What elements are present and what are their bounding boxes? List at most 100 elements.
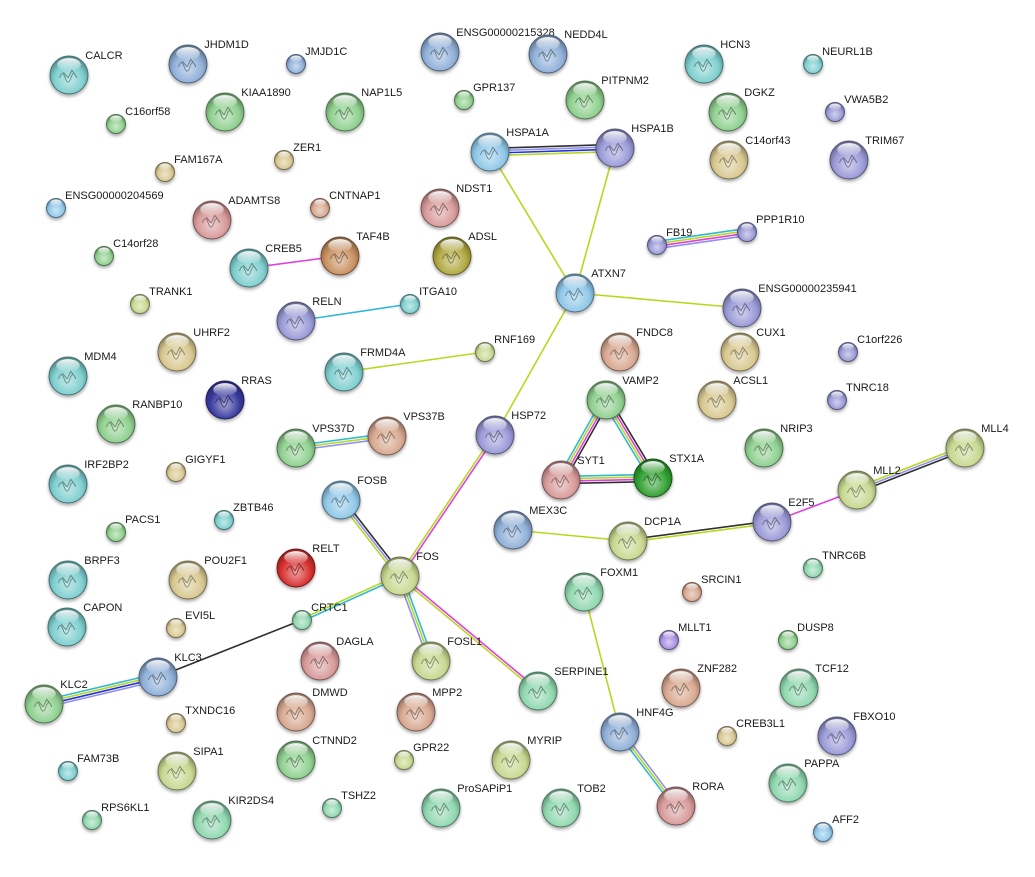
node-mllt1[interactable]: MLLT1 <box>659 622 712 650</box>
node-fam73b[interactable]: FAM73B <box>58 753 120 781</box>
node-gpr137[interactable]: GPR137 <box>454 82 516 110</box>
node-tshz2[interactable]: TSHZ2 <box>322 790 376 818</box>
edge-HSPA1B-ATXN7[interactable] <box>574 147 616 294</box>
node-gigyf1[interactable]: GIGYF1 <box>166 454 226 482</box>
node-klc2[interactable]: KLC2 <box>24 679 88 724</box>
node-mex3c[interactable]: MEX3C <box>493 505 567 550</box>
node-tcf12[interactable]: TCF12 <box>779 663 849 708</box>
node-cntnap1[interactable]: CNTNAP1 <box>310 190 381 218</box>
node-atxn7[interactable]: ATXN7 <box>555 268 626 313</box>
node-uhrf2[interactable]: UHRF2 <box>157 327 230 372</box>
node-capon[interactable]: CAPON <box>47 602 122 647</box>
node-e2f5[interactable]: E2F5 <box>752 497 815 542</box>
node-c1orf226[interactable]: C1orf226 <box>838 334 903 362</box>
node-fos[interactable]: FOS <box>380 551 439 596</box>
edge-FOS-SERPINE1[interactable] <box>398 574 540 693</box>
node-srcin1[interactable]: SRCIN1 <box>682 574 742 602</box>
node-ndst1[interactable]: NDST1 <box>420 183 492 228</box>
node-ranbp10[interactable]: RANBP10 <box>96 399 182 444</box>
node-pou2f1[interactable]: POU2F1 <box>168 555 247 600</box>
node-znf282[interactable]: ZNF282 <box>661 663 737 708</box>
node-creb5[interactable]: CREB5 <box>229 243 302 288</box>
node-adsl[interactable]: ADSL <box>432 231 497 276</box>
node-tob2[interactable]: TOB2 <box>541 783 606 828</box>
node-txndc16[interactable]: TXNDC16 <box>166 705 236 733</box>
node-trim67[interactable]: TRIM67 <box>829 135 904 180</box>
node-mll4[interactable]: MLL4 <box>945 423 1009 468</box>
node-neurl1b[interactable]: NEURL1B <box>803 46 873 74</box>
node-serpine1[interactable]: SERPINE1 <box>518 666 609 711</box>
node-dagla[interactable]: DAGLA <box>300 636 374 681</box>
node-pacs1[interactable]: PACS1 <box>106 514 161 542</box>
node-rora[interactable]: RORA <box>656 781 725 826</box>
node-dmwd[interactable]: DMWD <box>276 687 348 732</box>
node-nedd4l[interactable]: NEDD4L <box>528 29 608 74</box>
node-hnf4g[interactable]: HNF4G <box>600 707 674 752</box>
node-hsp72[interactable]: HSP72 <box>475 410 546 455</box>
edge-FRMD4A-RNF169[interactable] <box>343 351 486 373</box>
node-evi5l[interactable]: EVI5L <box>166 610 216 638</box>
node-trank1[interactable]: TRANK1 <box>130 286 193 314</box>
node-vwa5b2[interactable]: VWA5B2 <box>825 94 889 122</box>
node-relt[interactable]: RELT <box>276 543 340 588</box>
node-ensg00000215328[interactable]: ENSG00000215328 <box>420 27 555 72</box>
edge-CRTC1-KLC3[interactable] <box>157 619 303 678</box>
node-nap1l5[interactable]: NAP1L5 <box>325 87 402 132</box>
edge-ATXN7-ENSG00000235941[interactable] <box>574 292 743 309</box>
node-cux1[interactable]: CUX1 <box>720 327 786 372</box>
node-adamts8[interactable]: ADAMTS8 <box>192 195 280 240</box>
node-foxm1[interactable]: FOXM1 <box>564 567 638 612</box>
node-zbtb46[interactable]: ZBTB46 <box>214 502 274 530</box>
node-ctnnd2[interactable]: CTNND2 <box>276 735 357 780</box>
node-pappa[interactable]: PAPPA <box>768 758 840 803</box>
node-irf2bp2[interactable]: IRF2BP2 <box>48 459 129 504</box>
node-sipa1[interactable]: SIPA1 <box>157 746 224 791</box>
node-calcr[interactable]: CALCR <box>49 50 123 95</box>
node-vamp2[interactable]: VAMP2 <box>586 375 659 420</box>
node-fosb[interactable]: FOSB <box>321 475 387 520</box>
node-rps6kl1[interactable]: RPS6KL1 <box>82 802 150 830</box>
node-rras[interactable]: RRAS <box>205 375 272 420</box>
node-zer1[interactable]: ZER1 <box>274 142 322 170</box>
node-dgkz[interactable]: DGKZ <box>708 87 775 132</box>
node-jhdm1d[interactable]: JHDM1D <box>168 39 249 84</box>
node-mll2[interactable]: MLL2 <box>837 465 901 510</box>
node-stx1a[interactable]: STX1A <box>633 453 705 498</box>
edge-HSPA1A-ATXN7[interactable] <box>489 151 576 294</box>
edge-KLC3-KLC2[interactable] <box>42 672 160 709</box>
node-crtc1[interactable]: CRTC1 <box>292 602 348 630</box>
node-ppp1r10[interactable]: PPP1R10 <box>737 214 805 242</box>
node-fbxo10[interactable]: FBXO10 <box>817 711 895 756</box>
node-ensg00000235941[interactable]: ENSG00000235941 <box>722 283 857 328</box>
node-ensg00000204569[interactable]: ENSG00000204569 <box>46 190 164 218</box>
edge-DCP1A-E2F5[interactable] <box>627 520 773 543</box>
node-tnrc6b[interactable]: TNRC6B <box>803 550 867 578</box>
node-prosapip1[interactable]: ProSAPiP1 <box>421 783 512 828</box>
node-c16orf58[interactable]: C16orf58 <box>106 106 171 134</box>
node-gpr22[interactable]: GPR22 <box>394 742 450 770</box>
node-myrip[interactable]: MYRIP <box>491 735 562 780</box>
node-hcn3[interactable]: HCN3 <box>684 39 750 84</box>
node-hspa1a[interactable]: HSPA1A <box>470 127 550 172</box>
node-fb19[interactable]: FB19 <box>647 227 693 255</box>
node-tnrc18[interactable]: TNRC18 <box>827 382 889 410</box>
edge-ATXN7-HSP72[interactable] <box>494 292 576 436</box>
node-fosl1[interactable]: FOSL1 <box>411 636 482 681</box>
node-nrip3[interactable]: NRIP3 <box>744 423 813 468</box>
node-fndc8[interactable]: FNDC8 <box>600 327 673 372</box>
node-jmjd1c[interactable]: JMJD1C <box>286 46 348 74</box>
node-syt1[interactable]: SYT1 <box>541 455 605 500</box>
node-rnf169[interactable]: RNF169 <box>475 334 536 362</box>
edge-HSPA1A-HSPA1B[interactable] <box>489 143 616 157</box>
node-brpf3[interactable]: BRPF3 <box>48 555 120 600</box>
node-kiaa1890[interactable]: KIAA1890 <box>205 87 291 132</box>
node-taf4b[interactable]: TAF4B <box>320 231 390 276</box>
node-reln[interactable]: RELN <box>276 296 342 341</box>
edge-HSP72-FOS[interactable] <box>398 433 497 578</box>
node-c14orf43[interactable]: C14orf43 <box>709 135 791 180</box>
node-aff2[interactable]: AFF2 <box>813 814 860 842</box>
node-c14orf28[interactable]: C14orf28 <box>94 238 159 266</box>
node-mpp2[interactable]: MPP2 <box>396 687 462 732</box>
node-kir2ds4[interactable]: KIR2DS4 <box>192 795 274 840</box>
node-vps37d[interactable]: VPS37D <box>276 423 354 468</box>
